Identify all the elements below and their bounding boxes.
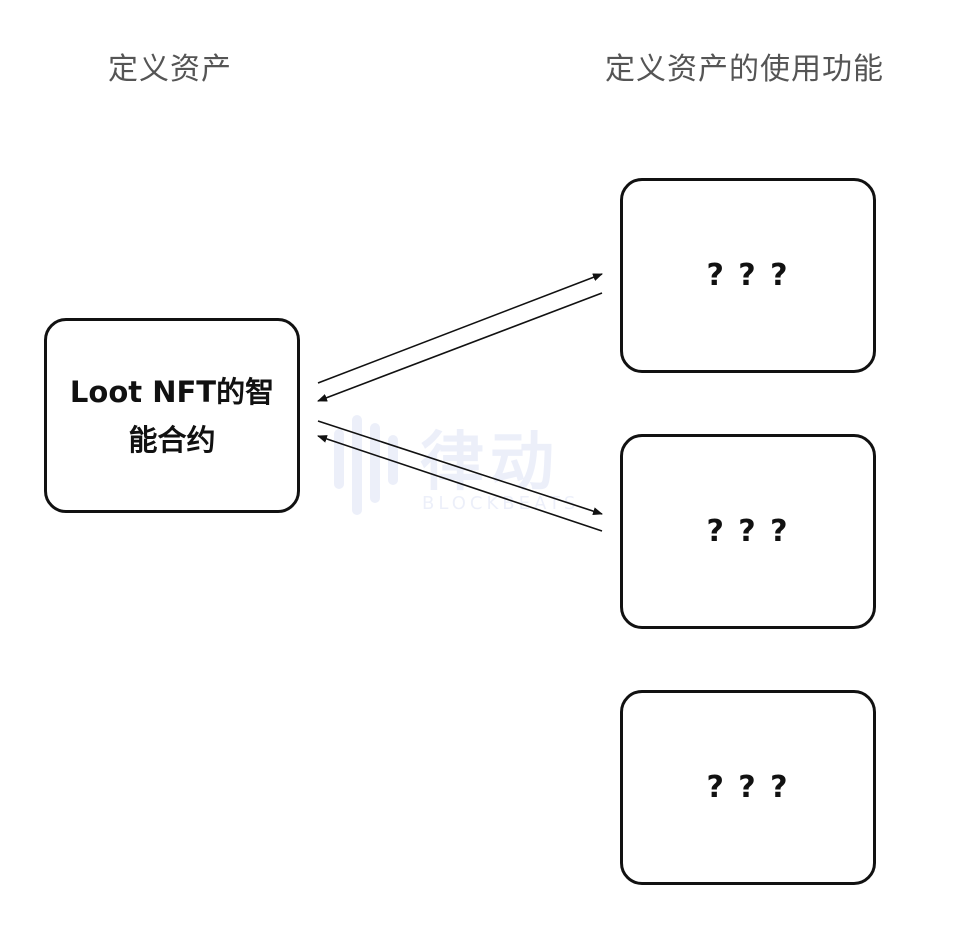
usage-box-1: ? ? ? xyxy=(620,178,876,373)
usage-box-label: ? ? ? xyxy=(706,514,790,549)
usage-box-3: ? ? ? xyxy=(620,690,876,885)
source-contract-label: Loot NFT的智能合约 xyxy=(69,374,275,457)
arrow-usage-1-to-source xyxy=(317,292,603,402)
watermark: 律动 BLOCKBEATS xyxy=(330,405,630,525)
usage-box-label: ? ? ? xyxy=(706,770,790,805)
usage-box-label: ? ? ? xyxy=(706,258,790,293)
arrow-source-to-usage-1 xyxy=(317,273,603,384)
watermark-subtext: BLOCKBEATS xyxy=(422,493,580,514)
usage-box-2: ? ? ? xyxy=(620,434,876,629)
heading-define-asset-usage: 定义资产的使用功能 xyxy=(605,52,884,87)
source-contract-box: Loot NFT的智能合约 xyxy=(44,318,300,513)
heading-define-asset: 定义资产 xyxy=(108,52,232,87)
watermark-text: 律动 xyxy=(420,426,560,500)
watermark-logo-icon xyxy=(334,415,398,515)
